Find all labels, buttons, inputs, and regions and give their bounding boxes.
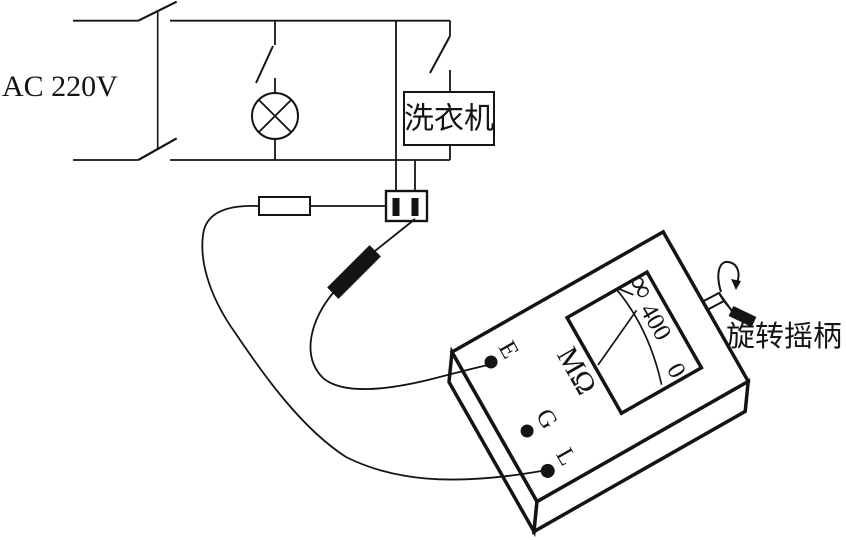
- crank-label: 旋转摇柄: [726, 320, 842, 353]
- washing-machine-label: 洗衣机: [404, 103, 494, 136]
- socket-pin-right: [411, 198, 419, 216]
- power-label: AC 220V: [2, 70, 118, 103]
- knife-switch-blade-bottom: [137, 137, 178, 161]
- lamp-cross: [258, 99, 292, 133]
- washing-machine-box: [403, 91, 495, 146]
- meter-window: [564, 269, 704, 416]
- meter-needle: [597, 309, 638, 366]
- megohmmeter: E G L MΩ ∞ 400 0: [447, 229, 751, 538]
- meter-scale-end-tick: [616, 287, 634, 296]
- wm-switch-blade: [429, 35, 451, 74]
- meter-top-face: E G L MΩ ∞ 400 0: [449, 229, 751, 504]
- fuse-to-l-terminal-wire: [201, 204, 548, 481]
- crank-grip: [728, 306, 757, 327]
- lamp-switch-blade: [255, 45, 274, 84]
- socket-pin-left: [392, 198, 400, 216]
- lamp-branch: [251, 20, 299, 160]
- rotation-arrow-arc: [717, 260, 740, 293]
- power-lines: [73, 19, 450, 161]
- socket-box: [384, 189, 429, 223]
- socket-to-plug-cord: [374, 218, 416, 252]
- fuse-box: [258, 196, 311, 216]
- knife-switch: [137, 0, 178, 161]
- plug: [327, 245, 381, 299]
- rotation-arrow-head: [731, 279, 741, 290]
- terminal-g-dot: [520, 424, 534, 438]
- meter-scale-arc: [615, 288, 663, 385]
- washing-machine-branch: [429, 20, 451, 160]
- terminal-l-dot: [540, 463, 555, 478]
- plug-to-e-terminal-wire: [309, 292, 489, 390]
- test-leads: [201, 204, 548, 481]
